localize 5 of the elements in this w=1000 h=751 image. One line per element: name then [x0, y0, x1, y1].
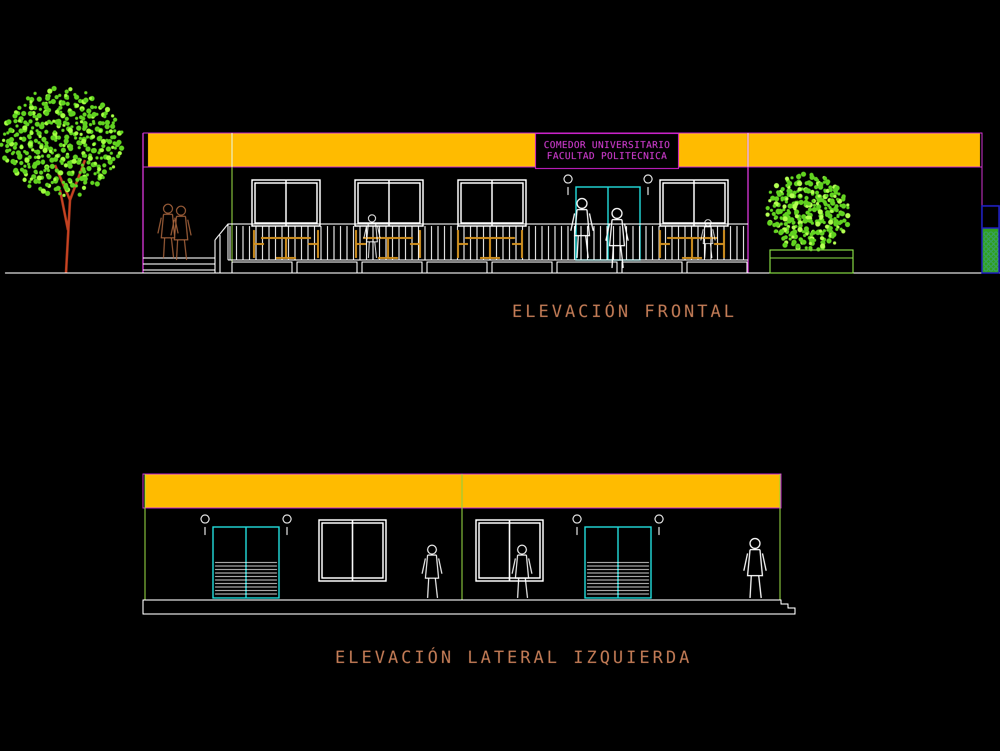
elevation-title: ELEVACIÓN LATERAL IZQUIERDA [335, 648, 692, 668]
sign-text: FACULTAD POLITECNICA [546, 151, 668, 162]
building-sign [535, 133, 679, 169]
sign-text: COMEDOR UNIVERSITARIO [544, 140, 670, 151]
elevation-title: ELEVACIÓN FRONTAL [512, 302, 737, 322]
